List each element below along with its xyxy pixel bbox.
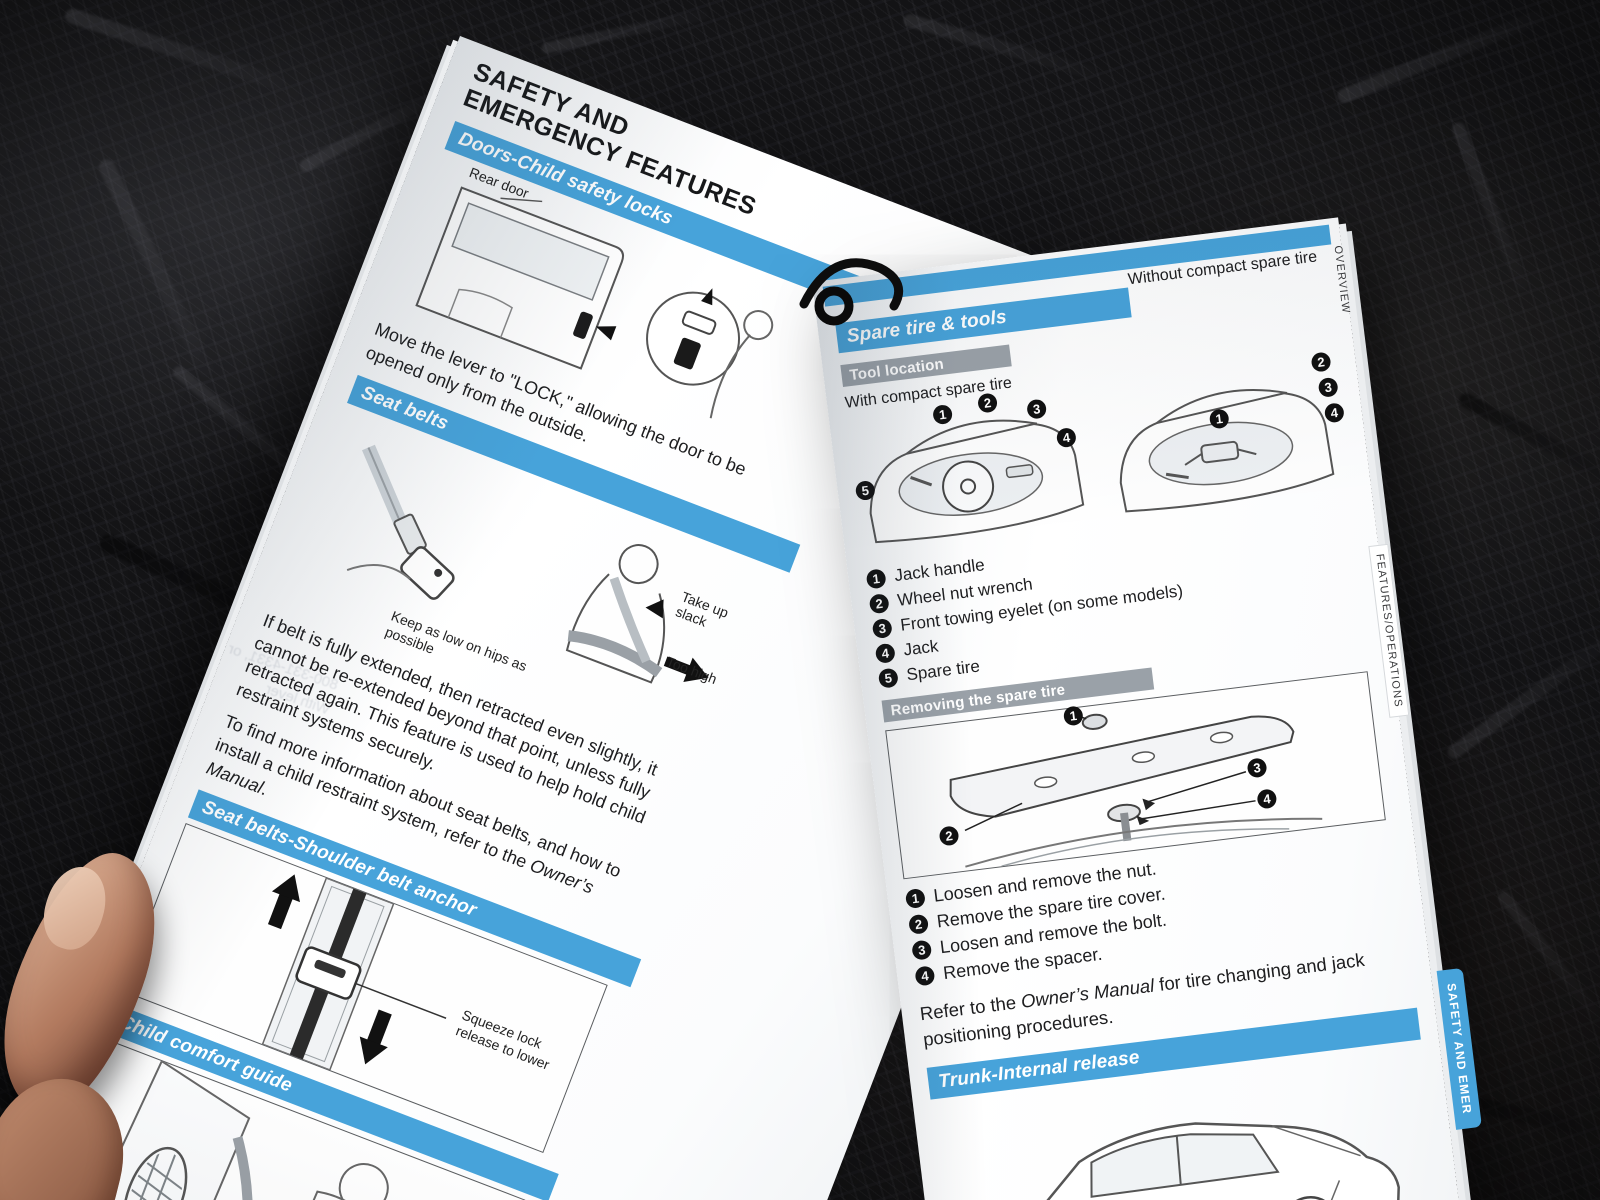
bark-chip — [63, 6, 287, 93]
tool-location-illustrations: 1 2 3 4 5 1 2 — [847, 351, 1354, 560]
callout-badge: 4 — [914, 965, 936, 987]
shoulder-anchor-drawing — [261, 874, 447, 1072]
trunk-drawing — [869, 419, 1085, 544]
callout-badge: 2 — [868, 592, 890, 614]
trunk-release-illustration — [932, 1049, 1464, 1200]
bark-chip — [96, 156, 216, 380]
bark-chip — [540, 8, 710, 55]
section-header-label: Trunk-Internal release — [937, 1046, 1141, 1093]
binding-cord — [799, 258, 904, 326]
lock-arrow-icon — [701, 288, 713, 306]
trunk-without-compact-spare-illustration: 1 2 3 4 — [1097, 351, 1354, 529]
down-arrow-icon — [359, 1009, 392, 1065]
seat-belt-drawing — [346, 444, 709, 684]
up-arrow-icon — [267, 874, 300, 930]
right-page: Spare tire & tools Without compact spare… — [812, 217, 1509, 1200]
bark-chip — [1450, 120, 1530, 293]
callout-badge: 2 — [907, 913, 930, 935]
bark-chip — [1496, 889, 1600, 1023]
spare-tire-cover-drawing — [949, 713, 1323, 868]
lever-arrow-icon — [595, 326, 617, 341]
removing-spare-tire-illustration: 1 2 3 4 — [885, 671, 1386, 880]
door-lock-illustration: Rear door — [383, 155, 864, 471]
door-lock-drawing — [415, 186, 774, 419]
callout-badge: 1 — [865, 567, 887, 589]
bark-chip — [902, 12, 1098, 81]
tool-label: Spare tire — [905, 656, 981, 685]
tool-label: Jack — [902, 636, 940, 660]
child-comfort-illustration — [0, 1038, 526, 1200]
bark-chip — [1456, 390, 1600, 484]
callout-badge: 5 — [877, 667, 899, 689]
sedan-drawing — [969, 1122, 1400, 1200]
callout-badge: 4 — [874, 642, 896, 664]
shoulder-anchor-illustration: Squeeze lock release to lower — [121, 823, 608, 1154]
bark-chip — [1335, 9, 1545, 105]
left-page: SAFETY AND EMERGENCY FEATURES Doors-Chil… — [0, 36, 1170, 1200]
too-high-arrow-icon — [645, 599, 664, 619]
trunk-drawing — [1119, 388, 1335, 513]
child-comfort-drawing — [25, 1060, 389, 1200]
binding-grommet — [814, 286, 854, 326]
bark-chip — [1444, 632, 1600, 762]
seat-belt-illustration: Take up slack Too high Keep as low on hi… — [272, 408, 767, 761]
callout-badge: 1 — [904, 887, 926, 910]
callout-badge: 3 — [871, 617, 893, 639]
take-up-slack-arrow-icon — [663, 656, 709, 682]
owners-manual-italic: Owner’s Manual — [1019, 974, 1156, 1012]
callout-badge: 3 — [911, 939, 933, 961]
trunk-with-compact-spare-illustration: 1 2 3 4 5 — [847, 391, 1104, 559]
without-compact-label: Without compact spare tire — [1127, 248, 1319, 289]
